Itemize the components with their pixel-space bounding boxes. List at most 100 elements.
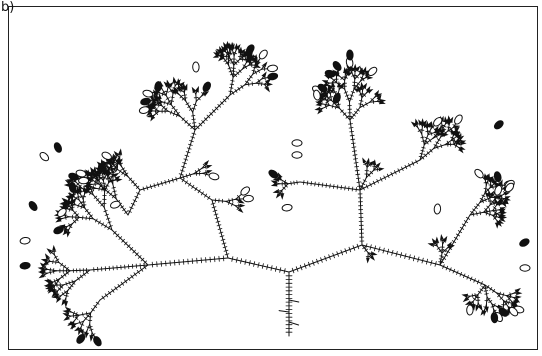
branch-tick: [425, 258, 429, 265]
branch-tick: [200, 257, 203, 264]
branch-tick: [192, 125, 197, 128]
branch-tick: [146, 185, 149, 191]
branch-tick: [67, 308, 71, 313]
branch-arrowhead: [262, 71, 267, 78]
branch-tick: [376, 167, 379, 172]
branch-tick: [499, 296, 504, 300]
branch-tick: [219, 235, 225, 238]
branch-arrowhead: [55, 293, 59, 300]
branch-tick: [89, 214, 93, 218]
branch-tick: [469, 276, 473, 282]
branch-tick: [121, 238, 125, 243]
branch-tick: [191, 184, 195, 189]
branch-arrowhead: [103, 160, 110, 165]
branch-segment: [178, 93, 187, 102]
branch-arrowhead: [148, 106, 154, 112]
branch-arrowhead: [67, 192, 74, 198]
branch-tick: [237, 198, 241, 203]
branch-tick: [191, 122, 197, 124]
branch-tick: [112, 163, 117, 167]
branch-arrowhead: [349, 65, 356, 72]
branch-segment: [479, 192, 486, 203]
branch-arrowhead: [62, 229, 69, 236]
open-terminal-oval: [101, 151, 112, 160]
branch-tick: [495, 195, 499, 200]
filled-terminal-oval: [324, 69, 336, 78]
branch-arrowhead: [367, 75, 374, 80]
branch-tick: [336, 184, 339, 190]
open-terminal-oval: [466, 304, 474, 316]
branch-tick: [52, 259, 54, 265]
branch-tick: [60, 274, 64, 279]
branch-tick: [344, 248, 348, 254]
branch-tick: [82, 272, 86, 277]
branch-tick: [207, 195, 211, 200]
branch-arrowhead: [78, 186, 83, 193]
branch-tick: [514, 297, 518, 302]
branch-arrowhead: [275, 192, 281, 199]
branch-arrowhead: [429, 120, 434, 127]
branch-tick: [130, 202, 136, 206]
branch-tick: [399, 252, 403, 258]
branch-tick: [512, 302, 516, 307]
branch-tick: [481, 194, 486, 198]
branch-tick: [202, 92, 206, 97]
branch-arrowhead: [100, 166, 107, 171]
branch-arrowhead: [331, 80, 335, 87]
branch-segment: [436, 245, 443, 254]
open-terminal-oval: [39, 151, 50, 162]
branch-tick: [169, 110, 173, 115]
branch-tick: [295, 266, 299, 272]
branch-segment: [183, 91, 187, 102]
branch-segment: [161, 105, 169, 112]
branch-tick: [325, 183, 327, 188]
branch-tick: [83, 331, 88, 335]
branch-tick: [469, 300, 472, 305]
branch-tick: [474, 293, 477, 298]
filled-terminal-oval: [53, 226, 64, 235]
branch-tick: [192, 103, 198, 106]
branch-tick: [181, 178, 185, 183]
branch-arrowhead: [62, 313, 69, 317]
branch-tick: [350, 138, 356, 141]
filled-terminal-oval: [28, 201, 38, 211]
branch-tick: [486, 196, 490, 201]
open-terminal-oval: [494, 184, 503, 196]
branch-tick: [75, 213, 79, 217]
branch-tick: [376, 178, 379, 184]
limb-up-left: [179, 129, 196, 179]
branch-tick: [451, 240, 457, 244]
branch-tick: [190, 115, 196, 117]
branch-segment: [244, 82, 257, 86]
branch-tick: [348, 123, 353, 125]
branch-tick: [77, 203, 80, 208]
branch-tick: [98, 186, 100, 192]
branch-arrowhead: [337, 80, 341, 87]
branch-tick: [349, 94, 354, 97]
branch-tick: [179, 94, 183, 99]
branch-tick: [227, 200, 231, 205]
branch-tick: [348, 246, 352, 253]
branch-tick: [136, 192, 141, 195]
branch-tick: [429, 148, 433, 153]
branch-tick: [332, 91, 337, 94]
branch-arrowhead: [240, 48, 246, 55]
branch-arrowhead: [172, 76, 177, 83]
branch-tick: [390, 171, 394, 177]
branch-tick: [104, 213, 109, 216]
branch-tick: [130, 274, 134, 279]
branch-tick: [127, 276, 131, 282]
branch-arrowhead: [215, 49, 221, 56]
branch-tick: [264, 75, 266, 81]
open-terminal-oval: [313, 89, 321, 101]
branch-tick: [359, 100, 364, 102]
open-terminal-oval: [138, 106, 150, 114]
branch-tick: [67, 312, 70, 318]
branch-tick: [299, 264, 303, 271]
branch-arrowhead: [442, 132, 449, 137]
branch-tick: [82, 204, 87, 206]
arch-branch: [139, 177, 181, 191]
branch-segment: [255, 82, 265, 85]
branch-tick: [459, 226, 465, 230]
branch-tick: [248, 260, 251, 266]
